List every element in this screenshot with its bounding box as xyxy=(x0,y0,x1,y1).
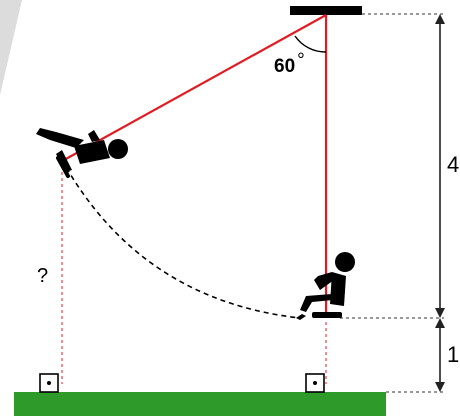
ceiling-beam xyxy=(290,6,362,15)
right-angle-marker-left xyxy=(39,373,59,393)
swing-arc xyxy=(61,159,301,319)
unknown-height-label: ? xyxy=(37,265,48,287)
rope-length-label: 4 xyxy=(447,152,459,177)
raised-person-figure xyxy=(36,128,128,178)
angle-arc xyxy=(294,35,327,53)
seat-height-dimension xyxy=(435,318,445,392)
seat-height-label: 1 xyxy=(447,342,459,367)
right-angle-marker-right xyxy=(305,373,325,393)
ground-strip xyxy=(14,392,386,416)
rope-length-dimension xyxy=(435,14,445,318)
background-wedge xyxy=(0,0,22,95)
angle-label: 60° xyxy=(274,50,305,77)
degree-symbol: ° xyxy=(297,50,305,71)
rope-raised xyxy=(63,14,327,161)
seated-person-figure xyxy=(296,252,355,320)
